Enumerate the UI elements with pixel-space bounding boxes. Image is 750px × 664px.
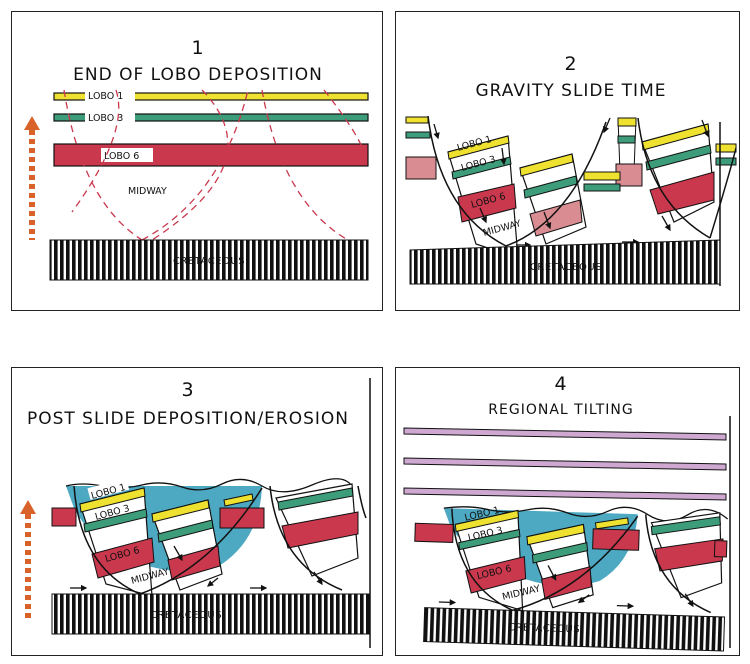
cretaceous-label: CRETACEOUS <box>530 262 602 273</box>
listric-faults <box>427 115 737 247</box>
panel-4-diagram: 4 REGIONAL TILTING <box>403 373 731 652</box>
lobo-1-label: LOBO 1 <box>88 91 123 102</box>
panel-2-diagram: 2 GRAVITY SLIDE TIME <box>405 53 737 286</box>
listric-faults <box>451 508 711 614</box>
left-fault-block <box>405 116 437 182</box>
left-red-band <box>51 507 77 527</box>
panel-2-title: GRAVITY SLIDE TIME <box>476 81 667 101</box>
rotated-block-a <box>454 509 527 612</box>
thin-yellow-segment <box>583 171 621 181</box>
panel-3-number: 3 <box>181 379 194 401</box>
uplift-arrow-icon <box>20 500 36 618</box>
cretaceous-label: CRETACEOUS <box>508 622 580 635</box>
lobo-3-label-bg <box>85 110 135 124</box>
midway-label: MIDWAY <box>128 186 167 197</box>
mid-yellow-segment <box>594 517 629 530</box>
rotated-block-c <box>650 512 724 599</box>
panel-2: 2 GRAVITY SLIDE TIME <box>395 11 740 311</box>
panel-1: 1 END OF LOBO DEPOSITION LOBO 1 LOBO 3 L… <box>11 11 383 311</box>
panel-3: 3 POST SLIDE DEPOSITION/EROSION <box>11 367 383 656</box>
cretaceous-label: CRETACEOUS <box>150 610 222 621</box>
future-fault-lines <box>63 89 365 241</box>
uplift-arrow-icon <box>24 116 40 240</box>
listric-faults <box>73 485 367 595</box>
lobo-3-layer <box>53 113 369 122</box>
panel-4: 4 REGIONAL TILTING <box>395 367 740 656</box>
rotated-block-a <box>79 487 155 597</box>
slide-arrow-icon <box>438 565 694 610</box>
panel-2-number: 2 <box>564 53 577 75</box>
panel-1-number: 1 <box>191 37 204 59</box>
panel-3-diagram: 3 POST SLIDE DEPOSITION/EROSION <box>20 378 371 648</box>
lobo-6-label-bg <box>101 148 153 162</box>
slide-arrow-icon <box>433 117 710 249</box>
edge-yellow <box>715 143 737 153</box>
panel-1-diagram: 1 END OF LOBO DEPOSITION LOBO 1 LOBO 3 L… <box>24 37 369 281</box>
cretaceous-label: CRETACEOUS <box>173 256 245 267</box>
lobo-1-label-bg <box>87 477 130 500</box>
panel-3-title: POST SLIDE DEPOSITION/EROSION <box>27 409 349 429</box>
rotated-block-b <box>526 523 594 609</box>
overburden-layers <box>403 427 727 501</box>
lobo-6-label: LOBO 6 <box>104 151 139 162</box>
panel-4-title: REGIONAL TILTING <box>488 402 633 418</box>
cretaceous-basement <box>423 607 726 652</box>
rotated-block-c <box>275 483 359 577</box>
cretaceous-basement <box>49 239 369 281</box>
erosion-surface <box>443 506 729 522</box>
edge-red <box>713 540 728 558</box>
edge-green <box>715 157 737 166</box>
mid-red-band <box>592 528 640 551</box>
panel-4-number: 4 <box>554 373 567 395</box>
mid-red-band <box>219 507 265 529</box>
slide-arrow-icon <box>70 545 323 592</box>
rotated-block-a <box>447 135 519 259</box>
lobo-3-label: LOBO 3 <box>88 113 123 124</box>
panel-1-title: END OF LOBO DEPOSITION <box>73 65 323 85</box>
rotated-block-b <box>519 153 587 245</box>
left-red-band <box>414 522 454 543</box>
cretaceous-basement <box>51 593 371 635</box>
lobo-1-label-bg <box>85 89 135 102</box>
mid-yellow-segment <box>223 493 254 507</box>
horst-block <box>615 117 643 187</box>
thin-green-segment <box>583 183 621 192</box>
rotated-block-c <box>641 123 715 223</box>
